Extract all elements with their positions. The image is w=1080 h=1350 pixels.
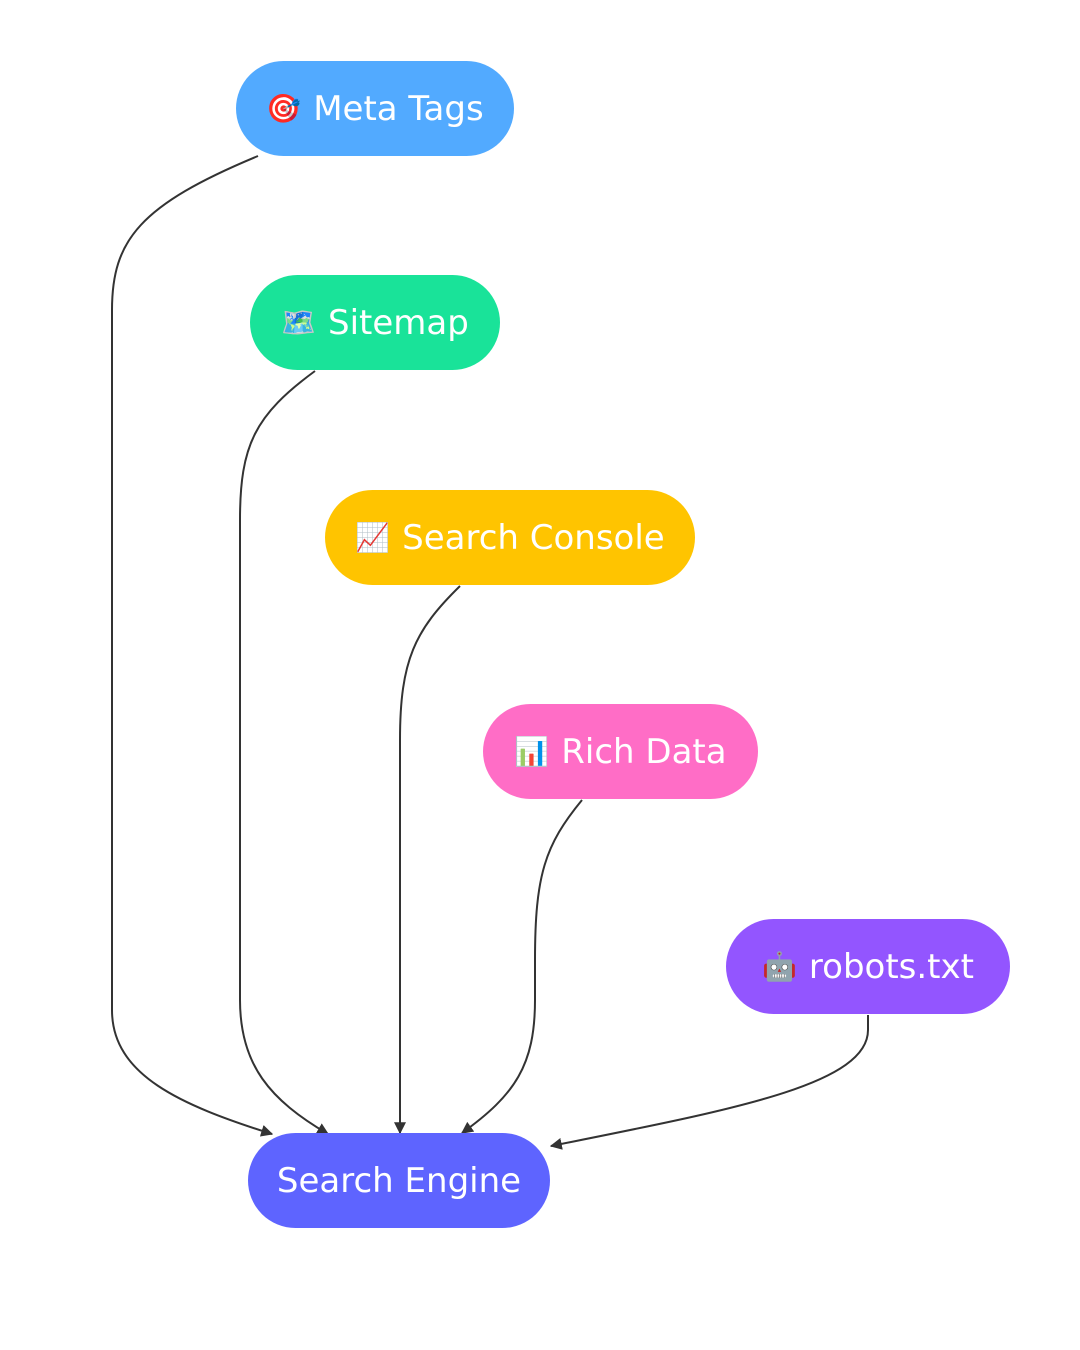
edge-robots-to-engine [549, 1015, 869, 1150]
world-map-icon: 🗺️ [281, 306, 317, 339]
edge-meta-to-engine [111, 155, 274, 1137]
node-label: Meta Tags [313, 88, 484, 129]
node-meta-tags[interactable]: 🎯 Meta Tags [236, 61, 514, 156]
node-search-console[interactable]: 📈 Search Console [325, 490, 695, 585]
node-robots-txt[interactable]: 🤖 robots.txt [726, 919, 1010, 1014]
node-sitemap[interactable]: 🗺️ Sitemap [250, 275, 500, 370]
bar-chart-icon: 📊 [514, 735, 550, 768]
node-label: Search Engine [276, 1160, 522, 1201]
edge-sitemap-to-engine [239, 370, 330, 1135]
chart-increasing-icon: 📈 [355, 521, 391, 554]
node-label: Rich Data [561, 731, 727, 772]
node-label: Search Console [402, 517, 665, 558]
edge-rich-to-engine [461, 799, 583, 1134]
robot-icon: 🤖 [762, 950, 797, 983]
target-icon: 🎯 [266, 92, 302, 125]
node-search-engine[interactable]: Search Engine [248, 1133, 550, 1228]
node-label: robots.txt [808, 946, 974, 987]
edge-console-to-engine [394, 585, 461, 1135]
node-rich-data[interactable]: 📊 Rich Data [483, 704, 758, 799]
node-label: Sitemap [328, 302, 469, 343]
